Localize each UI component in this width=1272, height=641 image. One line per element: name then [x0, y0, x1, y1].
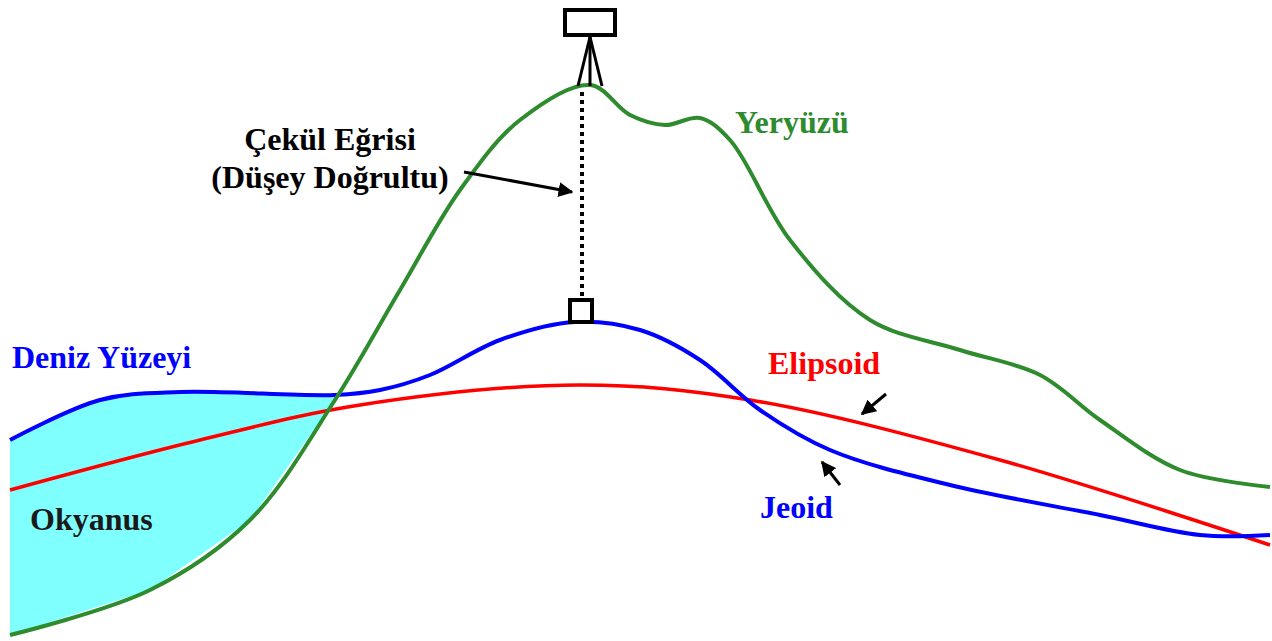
- sea-surface-label: Deniz Yüzeyi: [12, 338, 191, 376]
- surface-label: Yeryüzü: [735, 103, 849, 141]
- tripod-leg: [590, 37, 602, 86]
- earth-surface-curve: [10, 85, 1270, 635]
- leader-arrow: [862, 394, 886, 414]
- geoid-label: Jeoid: [760, 488, 833, 526]
- leader-arrow: [822, 462, 840, 485]
- ellipsoid-curve: [10, 385, 1270, 545]
- tripod-leg: [578, 37, 590, 86]
- ellipsoid-label: Elipsoid: [768, 344, 880, 382]
- geoid-point: [570, 300, 592, 322]
- plumb-line: [580, 92, 584, 298]
- ocean-label: Okyanus: [30, 500, 153, 538]
- geoid-curve: [10, 322, 1270, 536]
- plumb-line-label: Çekül Eğrisi (Düşey Doğrultu): [205, 120, 455, 197]
- tripod-leg: [589, 37, 592, 86]
- instrument-box: [565, 10, 615, 35]
- ocean-fill: [10, 392, 335, 635]
- leader-arrow: [464, 172, 572, 192]
